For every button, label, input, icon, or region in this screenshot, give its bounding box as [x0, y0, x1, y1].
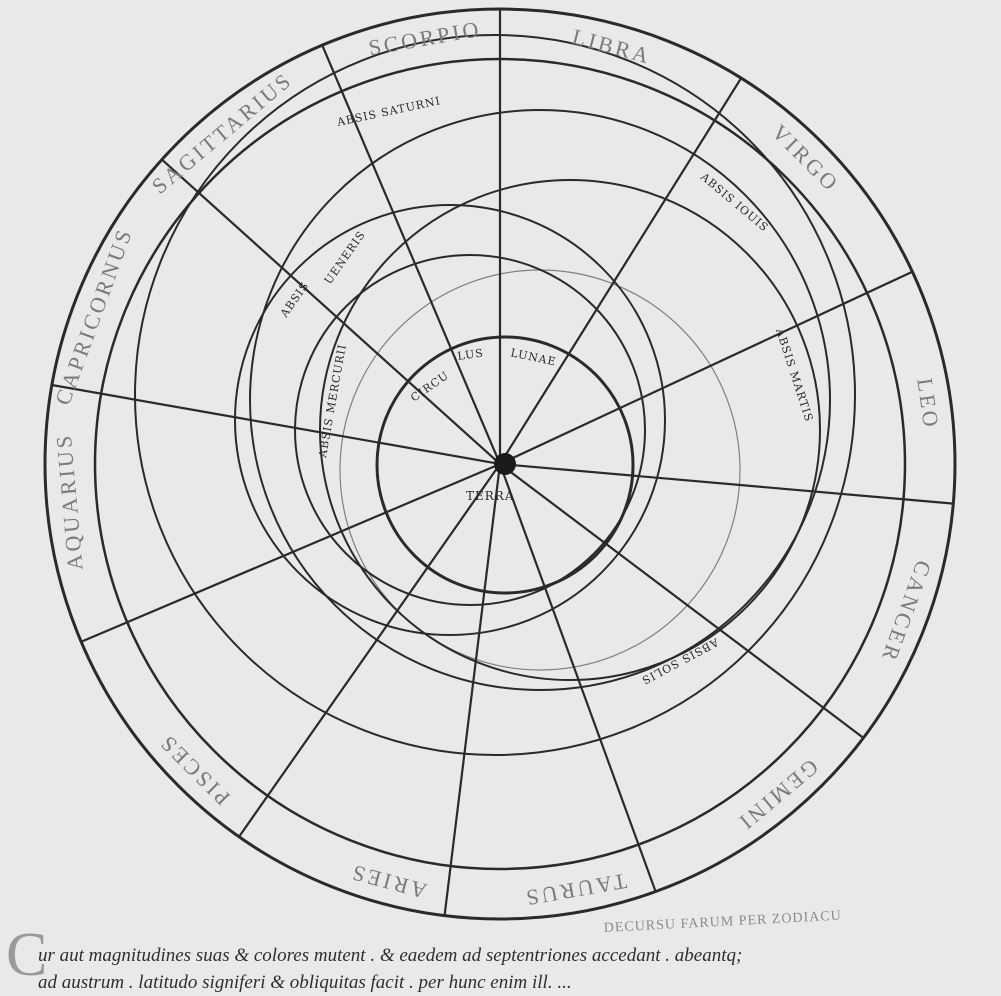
zodiac-label-pisces: PISCES: [153, 729, 234, 810]
decorated-initial: C: [6, 921, 48, 989]
zodiac-label-sagittarius: SAGITTARIUS: [147, 67, 297, 199]
label-absis-iouis: ABSIS IOUIS: [697, 170, 771, 235]
manuscript-text-line-1: ur aut magnitudines suas & colores muten…: [38, 945, 743, 966]
mars-orbit: [319, 179, 821, 681]
zodiac-label-aquarius: AQUARIUS: [51, 432, 88, 571]
zodiac-label-cancer: CANCER: [876, 557, 936, 666]
sector-line-3: [504, 270, 913, 463]
sector-line-5: [504, 466, 865, 739]
sun-orbit: [339, 269, 741, 671]
label-circulus-3: LUNAE: [509, 346, 557, 368]
sector-line-7: [443, 469, 501, 916]
label-circulus-2: LUS: [457, 346, 485, 363]
sector-line-11: [161, 158, 497, 461]
saturn-orbit: [134, 34, 856, 756]
sector-line-9: [80, 465, 495, 643]
sector-line-2: [502, 77, 743, 460]
sector-line-10: [51, 383, 495, 465]
jupiter-orbit: [249, 109, 831, 691]
sector-lines: [51, 9, 954, 916]
earth-dot: [494, 453, 516, 475]
label-terra: TERRA: [466, 489, 515, 503]
manuscript-text-line-2: ad austrum . latitudo signiferi & obliqu…: [38, 972, 572, 993]
mercury-orbit: [294, 254, 646, 606]
label-absis-veneris-b: UENERIS: [322, 228, 368, 286]
moon-orbit: [375, 335, 635, 595]
label-absis-martis: ABSIS MARTIS: [773, 326, 816, 424]
sector-line-8: [238, 468, 498, 838]
sector-line-4: [505, 463, 954, 505]
label-absis-solis: ABSIS SOLIS: [639, 635, 722, 687]
diagram-caption: DECURSU FARUM PER ZODIACU: [603, 909, 842, 936]
zodiac-label-virgo: VIRGO: [767, 119, 845, 197]
venus-orbit: [234, 204, 666, 636]
zodiac-label-leo: LEO: [912, 376, 944, 431]
sector-line-12: [321, 44, 499, 459]
